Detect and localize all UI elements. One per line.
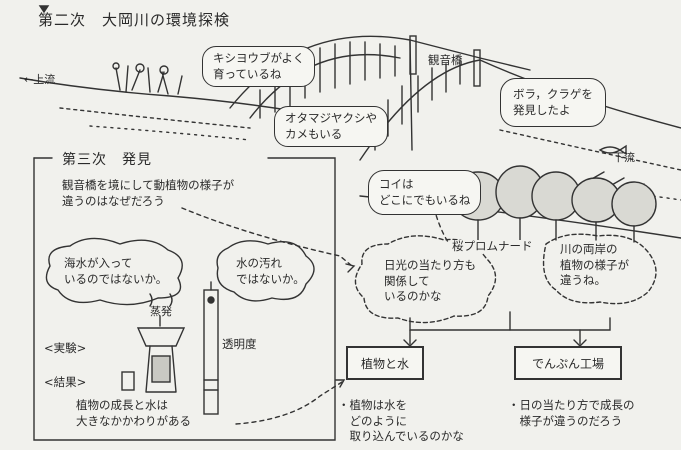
transparency-label: 透明度 (222, 337, 257, 351)
question-sun-text: ・日の当たり方で成長の 様子が違うのだろう (508, 398, 635, 428)
thought-cloud-seawater (45, 237, 183, 306)
title-marker-icon (38, 5, 50, 14)
page-title: 第二次 大岡川の環境探検 (38, 11, 231, 29)
speech-bubble-otamajakushi: オタマジヤクシや カメもいる (274, 106, 388, 148)
discovery-question: 観音橋を境にして動植物の様子が 違うのはなぜだろう (62, 178, 235, 208)
bridge-arch-left-inner (249, 53, 401, 119)
transparency-tube-icon (203, 281, 219, 415)
thought-seawater-text: 海水が入って いるのではないか。 (64, 256, 168, 286)
bridge-post-icon-2 (473, 49, 481, 87)
bridge-post-icon (409, 35, 417, 75)
question-water-text: ・植物は水を どのように 取り込んでいるのかな (338, 398, 464, 444)
hypothesis-cloud-sunlight (354, 235, 497, 324)
river-water-right (499, 129, 681, 171)
discovery-title: 第三次 発見 (56, 152, 158, 169)
branch-box-starch-factory: でんぷん工場 (514, 346, 622, 380)
experiment-label: <実験> (44, 341, 87, 355)
thought-cloud-pollution (216, 240, 315, 302)
river-water-line (59, 107, 251, 129)
hypothesis-sunlight-text: 日光の当たり方も 関係して いるのかな (384, 258, 476, 304)
kannon-bridge-label: 観音橋 (428, 53, 463, 67)
cherry-trees-icon (451, 165, 657, 227)
fish-icon (598, 144, 627, 156)
evaporation-apparatus-icon (121, 293, 186, 393)
downstream-label: 下流 (613, 151, 635, 164)
result-label: <結果> (44, 375, 87, 389)
branch-label-starch-factory: でんぷん工場 (531, 356, 604, 371)
hypothesis-banks-text: 川の両岸の 植物の様子が 違うね。 (560, 242, 629, 288)
speech-bubble-bora: ボラ，クラゲを 発見したよ (500, 78, 606, 128)
speech-bubble-kishoubu: キシヨウブがよく 育っているね (202, 46, 316, 88)
iris-plants-icon (112, 62, 183, 95)
branch-box-plants-water: 植物と水 (346, 346, 424, 380)
river-water-line-2 (89, 125, 251, 141)
dashed-arrow-question (181, 207, 353, 267)
result-text: 植物の成長と水は 大きなかかわりがある (76, 398, 191, 428)
dashed-arrow-result (235, 381, 343, 425)
thought-pollution-text: 水の汚れ ではないか。 (236, 256, 305, 286)
branch-label-plants-water: 植物と水 (360, 356, 409, 371)
speech-bubble-koi: コイは どこにでもいるね (368, 170, 482, 216)
upstream-label: ←上流 (24, 73, 56, 86)
evaporation-label: 蒸発 (150, 305, 172, 318)
discovery-frame (33, 157, 336, 441)
sakura-promenade-label: 桜プロムナード (452, 239, 533, 254)
